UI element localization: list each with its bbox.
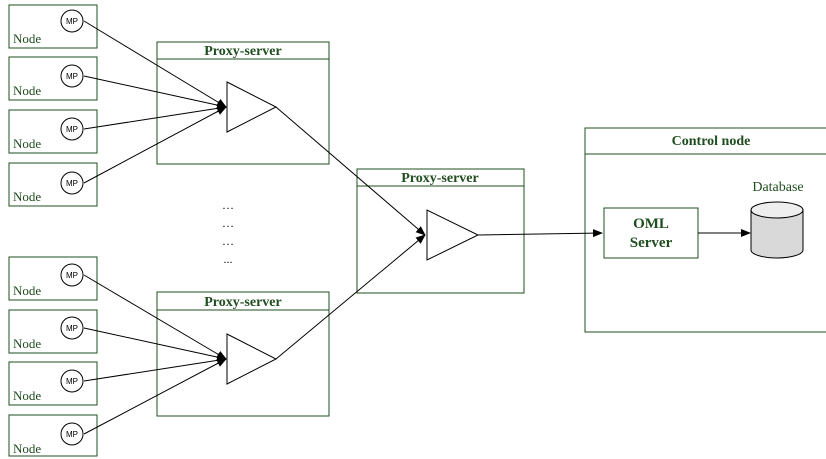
proxy-server-top: Proxy-server xyxy=(156,41,330,165)
node-label: Node xyxy=(13,31,41,46)
proxy-server-middle: Proxy-server xyxy=(356,168,525,294)
node-5: Node MP xyxy=(8,256,98,301)
proxy-server-bottom: Proxy-server xyxy=(156,291,330,417)
ellipsis-dots: … xyxy=(222,198,234,212)
mp-label: MP xyxy=(66,430,78,439)
ellipsis-dots: … xyxy=(222,234,234,248)
mp-label: MP xyxy=(66,17,78,26)
mp-label: MP xyxy=(66,125,78,134)
connector xyxy=(275,106,426,236)
connector xyxy=(83,358,227,435)
mp-icon xyxy=(60,64,84,88)
mp-icon xyxy=(60,422,84,446)
aggregator-triangle xyxy=(226,81,278,133)
mp-icon xyxy=(60,9,84,33)
control-node-title: Control node xyxy=(672,134,751,149)
mp-label: MP xyxy=(66,324,78,333)
node-label: Node xyxy=(13,441,41,456)
node-label: Node xyxy=(13,336,41,351)
aggregator-triangle xyxy=(226,333,278,385)
mp-label: MP xyxy=(66,271,78,280)
connector xyxy=(83,75,227,109)
control-node: Control node OML Server Database xyxy=(584,127,826,333)
node-8: Node MP xyxy=(8,414,98,457)
oml-label-line1: OML xyxy=(633,216,669,232)
connector xyxy=(83,106,227,184)
mp-icon xyxy=(60,117,84,141)
mp-icon xyxy=(60,263,84,287)
connections-bottom xyxy=(83,274,227,435)
node-3: Node MP xyxy=(8,109,98,154)
node-label: Node xyxy=(13,283,41,298)
mp-icon xyxy=(60,316,84,340)
connector xyxy=(275,234,426,360)
node-2: Node MP xyxy=(8,56,98,101)
mp-label: MP xyxy=(66,72,78,81)
node-label: Node xyxy=(13,388,41,403)
connector xyxy=(83,274,227,360)
node-1: Node MP xyxy=(8,4,98,49)
connector xyxy=(83,20,227,108)
mp-label: MP xyxy=(66,377,78,386)
mp-label: MP xyxy=(66,179,78,188)
node-4: Node MP xyxy=(8,162,98,207)
node-label: Node xyxy=(13,136,41,151)
node-7: Node MP xyxy=(8,361,98,406)
node-6: Node MP xyxy=(8,309,98,354)
ellipsis: … … … ... xyxy=(222,198,234,266)
mp-icon xyxy=(60,369,84,393)
node-label: Node xyxy=(13,189,41,204)
database-icon xyxy=(750,201,804,259)
connections-top xyxy=(83,20,227,184)
connector xyxy=(477,229,603,238)
ellipsis-dots: … xyxy=(222,216,234,230)
node-label: Node xyxy=(13,83,41,98)
connector xyxy=(83,104,227,130)
connector xyxy=(83,327,227,361)
connections-backbone xyxy=(275,106,751,360)
ellipsis-dots: ... xyxy=(224,252,233,266)
proxy-title: Proxy-server xyxy=(401,171,478,186)
connector xyxy=(83,356,227,382)
aggregator-triangle xyxy=(426,209,480,261)
proxy-title: Proxy-server xyxy=(204,44,281,59)
database-label: Database xyxy=(752,180,803,195)
oml-label-line2: Server xyxy=(630,235,673,251)
mp-icon xyxy=(60,171,84,195)
oml-server-box xyxy=(603,207,699,259)
proxy-title: Proxy-server xyxy=(204,295,281,310)
